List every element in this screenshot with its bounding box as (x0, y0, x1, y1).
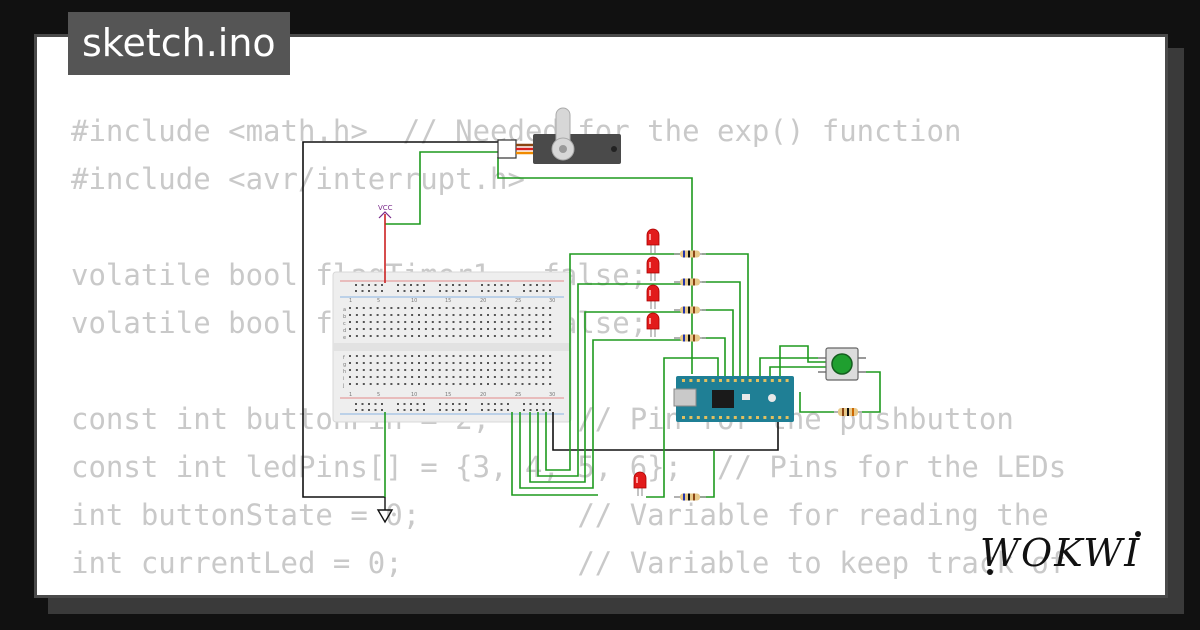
breadboard-number: 5 (377, 392, 380, 398)
breadboard-number: 10 (411, 298, 417, 304)
led[interactable] (646, 256, 660, 281)
breadboard-row-label: f (343, 355, 345, 361)
breadboard-row-label: b (343, 314, 346, 320)
breadboard-number: 25 (515, 392, 521, 398)
code-preview: #include <math.h> // Needed for the exp(… (71, 107, 1066, 587)
led[interactable] (646, 312, 660, 337)
breadboard-number: 10 (411, 392, 417, 398)
breadboard-number: 30 (549, 392, 555, 398)
breadboard-row-label: d (343, 328, 346, 334)
wokwi-logo: WOKWI (980, 531, 1141, 575)
led-array (633, 228, 706, 501)
resistor (674, 250, 706, 258)
breadboard-row-label: j (342, 383, 344, 389)
breadboard-number: 1 (349, 392, 352, 398)
arduino-nano[interactable] (673, 376, 794, 422)
breadboard-number: 25 (515, 298, 521, 304)
breadboard-holes (349, 284, 552, 411)
breadboard-number: 20 (480, 392, 486, 398)
vcc-symbol: VCC (378, 204, 393, 283)
preview-card: #include <math.h> // Needed for the exp(… (34, 34, 1168, 598)
breadboard-row-label: e (343, 335, 346, 341)
breadboard-row-label: g (343, 362, 346, 368)
code-line: const int ledPins[] = {3, 4, 5, 6}; // P… (71, 450, 1067, 484)
arduino-pins (682, 379, 789, 419)
breadboard-number: 1 (349, 298, 352, 304)
led[interactable] (646, 284, 660, 309)
code-line: #include <math.h> // Needed for the exp(… (71, 114, 962, 148)
breadboard-number: 5 (377, 298, 380, 304)
breadboard-number: 15 (445, 392, 451, 398)
code-line: int buttonState = 0; // Variable for rea… (71, 498, 1049, 532)
led[interactable] (633, 471, 647, 496)
ground-symbol (376, 497, 394, 524)
led[interactable] (646, 228, 660, 253)
code-line: int currentLed = 0; // Variable to keep … (71, 546, 1067, 580)
code-line: #include <avr/interrupt.h> (71, 162, 525, 196)
ground-wires (302, 141, 779, 498)
breadboard-number: 15 (445, 298, 451, 304)
vcc-label: VCC (378, 204, 393, 212)
breadboard[interactable]: 5 10 15 20 25 30 1 1 5 10 15 20 25 30 a … (332, 271, 572, 423)
breadboard-row-label: c (343, 321, 346, 327)
pushbutton[interactable] (818, 347, 866, 381)
file-tab-sketch[interactable]: sketch.ino (68, 12, 290, 75)
signal-wires (384, 151, 881, 498)
breadboard-row-label: i (343, 376, 344, 382)
resistor (674, 278, 706, 286)
resistor (674, 493, 706, 501)
breadboard-row-label: a (343, 307, 346, 313)
breadboard-number: 30 (549, 298, 555, 304)
servo-motor[interactable] (497, 107, 621, 164)
wokwi-logo-text: WOKWI (980, 531, 1141, 575)
button-resistor (834, 408, 862, 416)
resistor (674, 334, 706, 342)
breadboard-row-label: h (343, 369, 346, 375)
resistor (674, 306, 706, 314)
breadboard-number: 20 (480, 298, 486, 304)
